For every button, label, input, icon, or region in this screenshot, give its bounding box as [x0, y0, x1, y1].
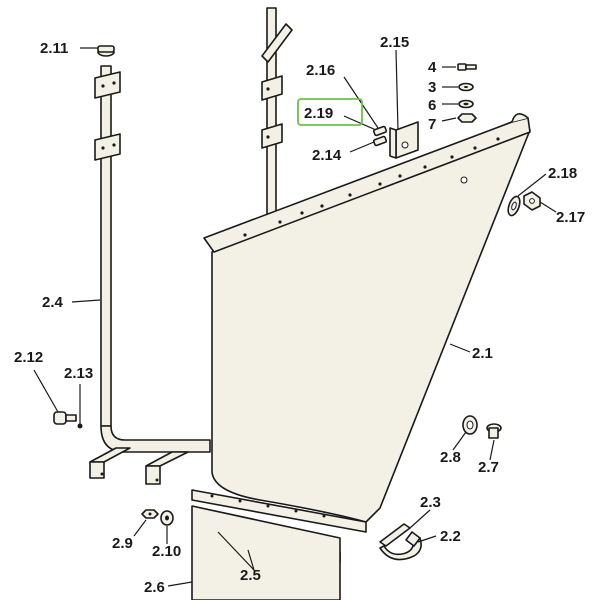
nut-7[interactable] — [457, 113, 477, 123]
label-2-13[interactable]: 2.13 — [64, 365, 93, 382]
label-2-17[interactable]: 2.17 — [556, 209, 585, 226]
leader-lines — [33, 47, 557, 587]
label-7[interactable]: 7 — [428, 116, 436, 133]
label-2-12[interactable]: 2.12 — [14, 349, 43, 366]
plate-2-6[interactable] — [191, 505, 341, 600]
label-2-19[interactable]: 2.19 — [304, 105, 333, 122]
label-2-16[interactable]: 2.16 — [306, 62, 335, 79]
label-2-15[interactable]: 2.15 — [380, 34, 409, 51]
label-2-1[interactable]: 2.1 — [472, 345, 493, 362]
clip-2-16-2-19[interactable] — [372, 125, 388, 147]
label-2-9[interactable]: 2.9 — [112, 535, 133, 552]
nut-2-9[interactable] — [141, 509, 159, 519]
washer-6[interactable] — [458, 99, 474, 109]
label-2-11[interactable]: 2.11 — [40, 40, 68, 57]
label-2-2[interactable]: 2.2 — [440, 528, 461, 545]
label-6[interactable]: 6 — [428, 97, 436, 114]
pin-2-13[interactable] — [77, 423, 83, 429]
label-2-18[interactable]: 2.18 — [548, 165, 577, 182]
label-2-7[interactable]: 2.7 — [478, 459, 499, 476]
label-2-10[interactable]: 2.10 — [152, 543, 181, 560]
panel-2-1[interactable] — [203, 113, 531, 523]
label-2-5[interactable]: 2.5 — [240, 567, 261, 584]
callout-labels: 2.11 2.15 2.16 2.19 2.14 4 3 6 7 2.18 2.… — [14, 34, 585, 596]
washer-3[interactable] — [458, 82, 474, 92]
washer-2-18[interactable] — [506, 195, 522, 217]
nut-2-17[interactable] — [523, 191, 541, 211]
hook-2-2[interactable] — [379, 531, 422, 561]
bolt-2-3[interactable] — [379, 523, 411, 547]
bolt-2-7[interactable] — [486, 423, 502, 439]
label-2-8[interactable]: 2.8 — [440, 449, 461, 466]
highlight-box-2-19 — [297, 98, 363, 126]
label-2-14[interactable]: 2.14 — [312, 147, 342, 164]
bolt-4[interactable] — [457, 63, 477, 71]
bracket-2-15[interactable] — [389, 121, 419, 159]
label-2-6[interactable]: 2.6 — [144, 579, 165, 596]
label-2-3[interactable]: 2.3 — [420, 494, 441, 511]
cap-2-11[interactable] — [97, 45, 115, 57]
label-3[interactable]: 3 — [428, 79, 436, 96]
washer-2-8[interactable] — [462, 415, 478, 435]
bolt-2-12[interactable] — [53, 411, 77, 425]
label-2-4[interactable]: 2.4 — [42, 294, 64, 311]
label-4[interactable]: 4 — [428, 59, 437, 76]
washer-2-10[interactable] — [160, 510, 174, 526]
frame-2-4[interactable] — [89, 7, 293, 485]
